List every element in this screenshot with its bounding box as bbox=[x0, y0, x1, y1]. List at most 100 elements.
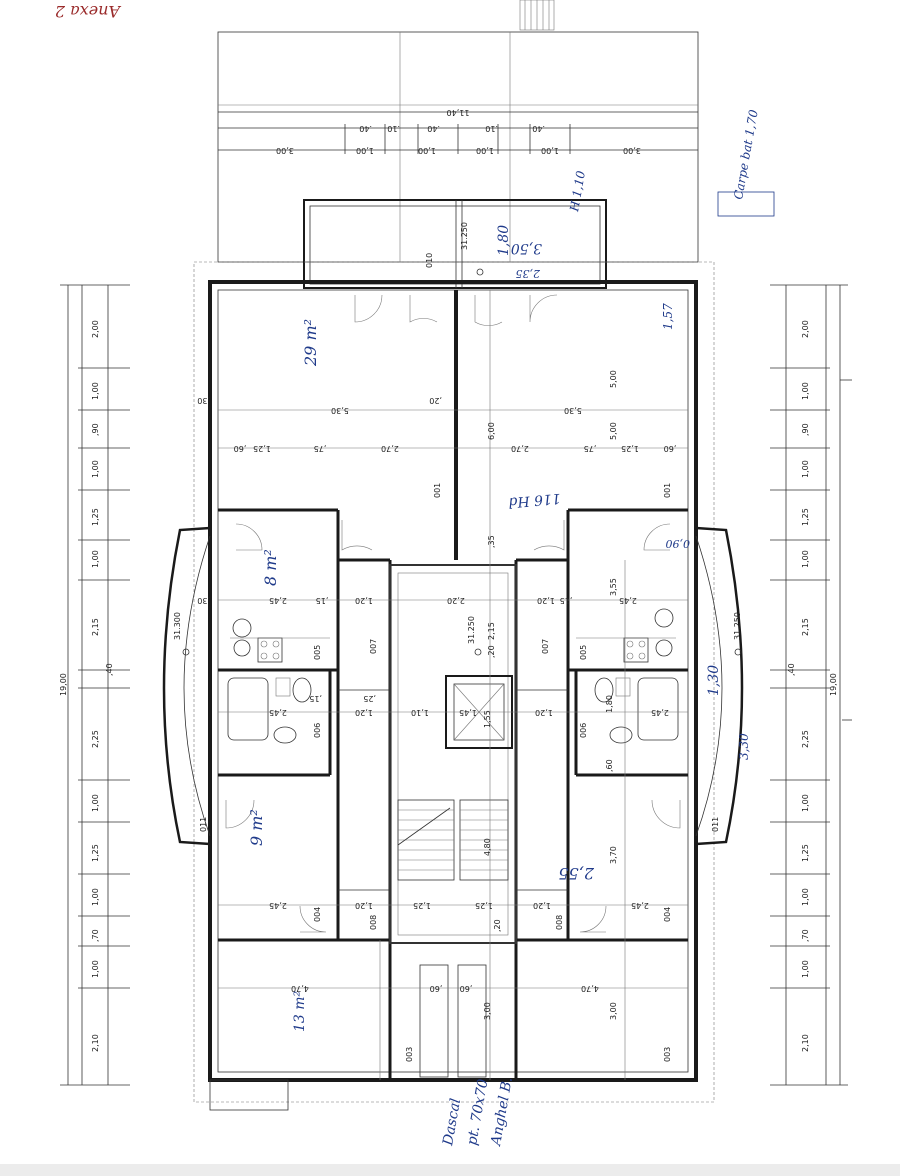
dim-left-seg-8: ,40 bbox=[105, 663, 114, 676]
dim-top-segment-1: 3,00 bbox=[276, 146, 294, 155]
wall-label-2: ,20 bbox=[429, 396, 442, 405]
dim-left-seg-12: 1,00 bbox=[91, 888, 100, 906]
dim-left-seg-13: ,70 bbox=[91, 929, 100, 942]
note-area-3: 9 m² bbox=[247, 809, 266, 846]
dim-row3-g: 2,45 bbox=[619, 596, 637, 605]
dim-right-seg-3: ,90 bbox=[801, 423, 810, 436]
dim-right-seg-6: 1,00 bbox=[801, 550, 810, 568]
room-code-011-left: 011 bbox=[199, 817, 208, 832]
dim-row2-e: 2,70 bbox=[511, 444, 529, 453]
vert-dim-2: 6,00 bbox=[487, 422, 496, 440]
note-area-1: 29 m² bbox=[301, 319, 320, 367]
dim-row4-e: 1,20 bbox=[535, 708, 553, 717]
note-bottom-1: Dascal bbox=[440, 1097, 464, 1147]
top-outdoor-area bbox=[217, 0, 699, 263]
wall-label-7: ,15 bbox=[309, 694, 322, 703]
fixtures-left bbox=[227, 618, 330, 744]
dim-row5-e: 1,20 bbox=[533, 901, 551, 910]
dim-row2-a: ,60 bbox=[234, 444, 247, 453]
dim-left-seg-4: 1,00 bbox=[91, 460, 100, 478]
vert-dim-4: 3,55 bbox=[609, 578, 618, 596]
dim-left-seg-11: 1,25 bbox=[91, 844, 100, 862]
dim-row3-a: 2,45 bbox=[269, 596, 287, 605]
note-bottom-2: pt. 70x70 bbox=[464, 1078, 491, 1147]
dim-row5-a: 2,45 bbox=[269, 901, 287, 910]
dim-right-seg-7: 2,15 bbox=[801, 618, 810, 636]
vert-dim-5: 2,15 bbox=[487, 622, 496, 640]
room-code-001-right: 001 bbox=[663, 483, 672, 498]
room-code-008-left: 008 bbox=[369, 915, 378, 930]
dim-row3-c: 1,20 bbox=[355, 596, 373, 605]
wall-label-5: ,25 bbox=[363, 694, 376, 703]
level-top: 31.250 bbox=[460, 222, 469, 250]
dim-right-seg-4: 1,00 bbox=[801, 460, 810, 478]
room-code-006-right: 006 bbox=[579, 723, 588, 738]
dim-row1-b: 5,30 bbox=[564, 406, 582, 415]
vert-dim-6: 1,55 bbox=[483, 710, 492, 728]
top-balcony: 010 31.250 bbox=[303, 199, 607, 289]
dim-row1-a: 5,30 bbox=[331, 406, 349, 415]
dim-left-seg-7: 2,15 bbox=[91, 618, 100, 636]
dim-top-segment-2: 1,00 bbox=[356, 146, 374, 155]
room-code-005-left: 005 bbox=[313, 645, 322, 660]
dim-left-seg-6: 1,00 bbox=[91, 550, 100, 568]
dim-row5-d: 1,25 bbox=[475, 901, 493, 910]
dim-row2-h: ,60 bbox=[664, 444, 677, 453]
note-a: 1,80 bbox=[496, 225, 512, 256]
dim-top-segment-4: 1,00 bbox=[476, 146, 494, 155]
dim-right-seg-14: 1,00 bbox=[801, 960, 810, 978]
vert-dim-8: 3,70 bbox=[609, 846, 618, 864]
dim-right-seg-2: 1,00 bbox=[801, 382, 810, 400]
wall-thickness-labels: ,30 ,20 ,35 ,20 ,25 ,30 ,15 ,20 ,60 5,00… bbox=[197, 370, 618, 1020]
room-code-007-left: 007 bbox=[369, 639, 378, 654]
dim-row3-f: ,15 bbox=[560, 596, 573, 605]
dim-row2-c: ,75 bbox=[314, 444, 327, 453]
dim-row6-d: 4,70 bbox=[581, 984, 599, 993]
room-code-006-left: 006 bbox=[313, 723, 322, 738]
stair-core bbox=[389, 564, 517, 1078]
left-dimension-chain: 19,00 2,00 1,00 ,90 1,00 1,25 1,00 2,15 … bbox=[59, 284, 130, 1086]
dim-row4-a: 2,45 bbox=[269, 708, 287, 717]
note-d: 1,57 bbox=[661, 303, 675, 330]
handwritten-notes: Anexa 2 29 m² 8 m² 9 m² 13 m² Carpe bat … bbox=[55, 2, 775, 1149]
dim-top-partial-3: .40 bbox=[427, 124, 440, 133]
scan-bottom-edge bbox=[0, 1164, 900, 1176]
dim-right-seg-1: 2,00 bbox=[801, 320, 810, 338]
dim-right-seg-12: 1,00 bbox=[801, 888, 810, 906]
dim-row5-f: 2,45 bbox=[631, 901, 649, 910]
wall-label-6: ,30 bbox=[197, 596, 210, 605]
note-i: 2,55 bbox=[558, 864, 595, 883]
dim-left-seg-10: 1,00 bbox=[91, 794, 100, 812]
level-markers: 31.300 31.250 31.250 bbox=[173, 612, 742, 656]
room-code-003-left: 003 bbox=[405, 1047, 414, 1062]
vert-dim-9: 3,00 bbox=[483, 1002, 492, 1020]
note-g: 1,30 bbox=[706, 665, 722, 696]
right-partitions bbox=[456, 409, 688, 1080]
dim-right-seg-8: ,40 bbox=[787, 663, 796, 676]
room-code-010: 010 bbox=[425, 253, 434, 268]
dim-left-seg-15: 2,10 bbox=[91, 1034, 100, 1052]
dim-row4-c: 1,10 bbox=[411, 708, 429, 717]
room-code-005-right: 005 bbox=[579, 645, 588, 660]
note-c: 2,35 bbox=[516, 267, 542, 280]
dim-row4-g: 2,45 bbox=[651, 708, 669, 717]
dim-row4-b: 1,20 bbox=[355, 708, 373, 717]
level-center: 31.250 bbox=[467, 616, 476, 644]
note-e: 116 Hd bbox=[508, 490, 562, 511]
dim-left-total: 19,00 bbox=[59, 673, 68, 696]
interior-dim-labels: 5,30 5,30 ,60 1,25 ,75 2,70 2,70 ,75 1,2… bbox=[234, 406, 677, 993]
vert-dim-7: 4,80 bbox=[483, 838, 492, 856]
dim-right-seg-15: 2,10 bbox=[801, 1034, 810, 1052]
dim-left-seg-14: 1,00 bbox=[91, 960, 100, 978]
edge-ticks bbox=[840, 379, 852, 721]
site-outline bbox=[193, 261, 715, 1103]
dim-row3-e: 1,20 bbox=[537, 596, 555, 605]
note-right-top: Carpe bat 1,70 bbox=[731, 108, 761, 200]
level-left: 31.300 bbox=[173, 612, 182, 640]
note-corner: Anexa 2 bbox=[55, 2, 122, 21]
dim-row2-b: 1,25 bbox=[253, 444, 271, 453]
wall-label-8: ,20 bbox=[493, 919, 502, 932]
room-code-008-right: 008 bbox=[555, 915, 564, 930]
fixtures-right bbox=[576, 608, 679, 744]
